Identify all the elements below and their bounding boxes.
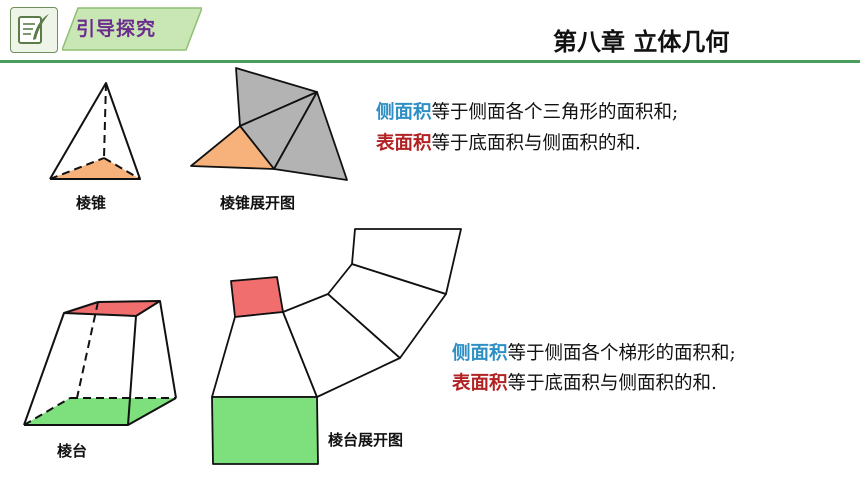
lateral-area-keyword: 侧面积 xyxy=(452,343,508,364)
pyramid-visible-edges xyxy=(49,82,141,180)
lateral-area-keyword: 侧面积 xyxy=(376,102,432,123)
lateral-area-definition: 等于侧面各个梯形的面积和; xyxy=(507,343,736,364)
lateral-area-definition: 等于侧面各个三角形的面积和; xyxy=(431,102,679,123)
chapter-title: 第八章 立体几何 xyxy=(553,27,730,56)
pyramid-caption: 棱锥 xyxy=(76,194,107,212)
surface-area-definition: 等于底面积与侧面积的和. xyxy=(431,133,641,154)
pyramid-hidden-base-edge xyxy=(103,157,141,180)
pyramid-lateral-area-line: 侧面积等于侧面各个三角形的面积和; xyxy=(376,98,678,128)
frustum-net-caption: 棱台展开图 xyxy=(328,431,404,449)
frustum-caption: 棱台 xyxy=(57,442,88,460)
section-tag-shape xyxy=(62,7,202,51)
pyramid-net-caption: 棱锥展开图 xyxy=(220,194,296,212)
frustum-lateral-edge xyxy=(23,312,65,426)
frustum-net-top xyxy=(230,276,284,318)
frustum-lateral-edge xyxy=(159,300,177,399)
surface-area-keyword: 表面积 xyxy=(452,373,508,394)
pyramid-net-face xyxy=(273,91,348,181)
frustum-lateral-edge xyxy=(127,315,137,426)
pyramid-surface-area-line: 表面积等于底面积与侧面积的和. xyxy=(376,129,641,159)
pyramid-net-figure xyxy=(190,67,348,181)
feather-pen-icon xyxy=(18,14,49,44)
pyramid-net-base xyxy=(190,125,275,170)
surface-area-keyword: 表面积 xyxy=(376,133,432,154)
frustum-net-base xyxy=(211,396,319,465)
frustum-hidden-edge xyxy=(76,301,99,399)
pyramid-base xyxy=(50,158,140,179)
frustum-surface-area-line: 表面积等于底面积与侧面积的和. xyxy=(452,369,717,399)
frustum-net-lateral-face xyxy=(351,228,462,295)
section-tag-label: 引导探究 xyxy=(76,18,157,40)
header-divider xyxy=(0,60,860,63)
frustum-net-figure xyxy=(211,228,462,465)
pyramid-figure xyxy=(49,82,141,180)
pyramid-hidden-edge xyxy=(103,82,107,159)
pyramid-hidden-base-edge xyxy=(49,157,105,180)
surface-area-definition: 等于底面积与侧面积的和. xyxy=(507,373,717,394)
frustum-top xyxy=(64,301,160,316)
frustum-hidden-edge xyxy=(23,397,71,426)
frustum-lateral-area-line: 侧面积等于侧面各个梯形的面积和; xyxy=(452,339,736,369)
logo-badge xyxy=(10,7,58,53)
frustum-figure xyxy=(23,300,177,426)
frustum-base-edges xyxy=(24,397,177,426)
